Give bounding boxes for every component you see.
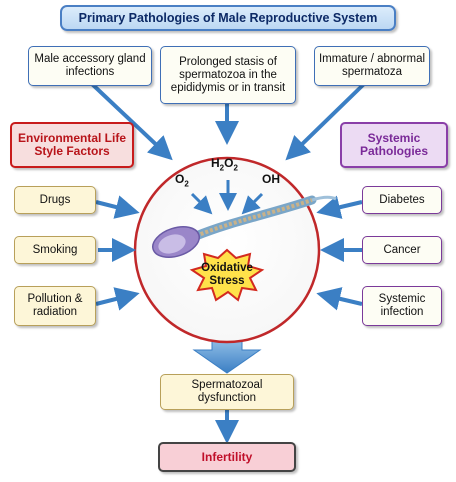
env-item-drugs: Drugs <box>14 186 96 214</box>
sys-item-systemic-infection: Systemic infection <box>362 286 442 326</box>
primary-box-2: Prolonged stasis of spermatozoa in the e… <box>160 46 296 104</box>
oxidative-stress-label: Oxidative Stress <box>201 262 253 287</box>
primary-arrows <box>90 82 366 161</box>
label-oh: OH <box>262 172 280 186</box>
primary-box-1: Male accessory gland infections <box>28 46 152 86</box>
side-arrows <box>95 195 363 311</box>
primary-box-3: Immature / abnormal spermatoza <box>314 46 430 86</box>
stress-starburst <box>189 248 265 302</box>
ros-arrows <box>190 180 264 215</box>
systemic-heading: Systemic Pathologies <box>340 122 448 168</box>
env-item-smoking: Smoking <box>14 236 96 264</box>
env-item-pollution: Pollution & radiation <box>14 286 96 326</box>
environmental-heading: Environmental Life Style Factors <box>10 122 134 168</box>
diagram-title: Primary Pathologies of Male Reproductive… <box>60 5 396 31</box>
label-h2o2: H2O2 <box>211 156 238 173</box>
sys-item-diabetes: Diabetes <box>362 186 442 214</box>
dysfunction-box: Spermatozoal dysfunction <box>160 374 294 410</box>
sys-item-cancer: Cancer <box>362 236 442 264</box>
infertility-box: Infertility <box>158 442 296 472</box>
sperm-cell <box>152 195 337 258</box>
label-o2: O2 <box>175 172 189 189</box>
